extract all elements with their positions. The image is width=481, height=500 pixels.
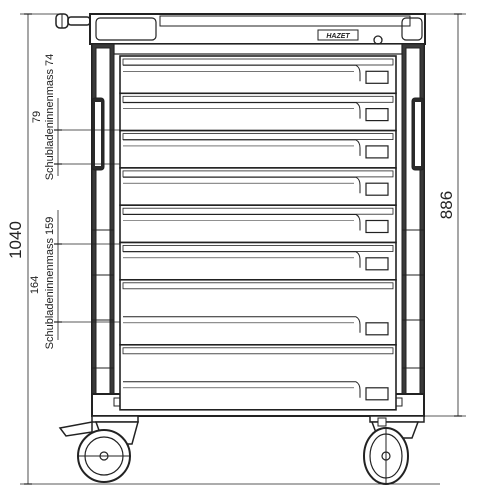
body-height-label: 886 bbox=[437, 191, 456, 219]
label-holder bbox=[365, 219, 389, 234]
small-drawer-height-label: 79 bbox=[31, 111, 43, 123]
label-holder bbox=[365, 145, 389, 159]
drawer-handle bbox=[123, 64, 361, 82]
label-holder bbox=[365, 70, 389, 84]
drawer-large-1 bbox=[119, 278, 397, 346]
drawer-small-4 bbox=[119, 167, 397, 206]
drawer-small-3 bbox=[119, 129, 397, 169]
drawer-large-2 bbox=[119, 343, 397, 411]
drawer-handle bbox=[123, 139, 361, 156]
drawer-small-2 bbox=[119, 92, 397, 132]
drawer-handle bbox=[123, 251, 361, 268]
drawer-small-1 bbox=[119, 55, 397, 95]
drawer-handle bbox=[123, 176, 361, 194]
drawer-handle bbox=[123, 102, 361, 119]
dimension-large-drawer: 164 Schubladeninnenmass 159 bbox=[29, 210, 120, 349]
drawer-small-6 bbox=[119, 241, 397, 281]
small-drawer-inner-label: Schubladeninnenmass 74 bbox=[44, 54, 56, 181]
drawer-small-5 bbox=[119, 204, 397, 244]
dimension-small-drawer: 79 Schubladeninnenmass 74 bbox=[31, 54, 120, 181]
label-holder bbox=[365, 182, 389, 196]
dimension-body-height: 886 bbox=[424, 13, 466, 417]
brand-logo: HAZET bbox=[326, 33, 350, 40]
label-holder bbox=[365, 322, 389, 336]
large-drawer-height-label: 164 bbox=[29, 276, 41, 294]
caster-left bbox=[58, 415, 139, 483]
label-holder bbox=[365, 107, 389, 122]
large-drawer-inner-label: Schubladeninnenmass 159 bbox=[44, 217, 56, 350]
label-holder bbox=[365, 257, 389, 271]
drawer-stack bbox=[119, 55, 397, 411]
top-cover bbox=[55, 13, 426, 45]
drawer-handle bbox=[123, 214, 361, 231]
label-holder bbox=[365, 387, 389, 401]
caster-right bbox=[363, 415, 425, 485]
dimension-total-height: 1040 bbox=[6, 13, 60, 485]
total-height-label: 1040 bbox=[6, 221, 25, 259]
drawer-handle bbox=[123, 316, 361, 333]
drawer-handle bbox=[123, 381, 361, 398]
